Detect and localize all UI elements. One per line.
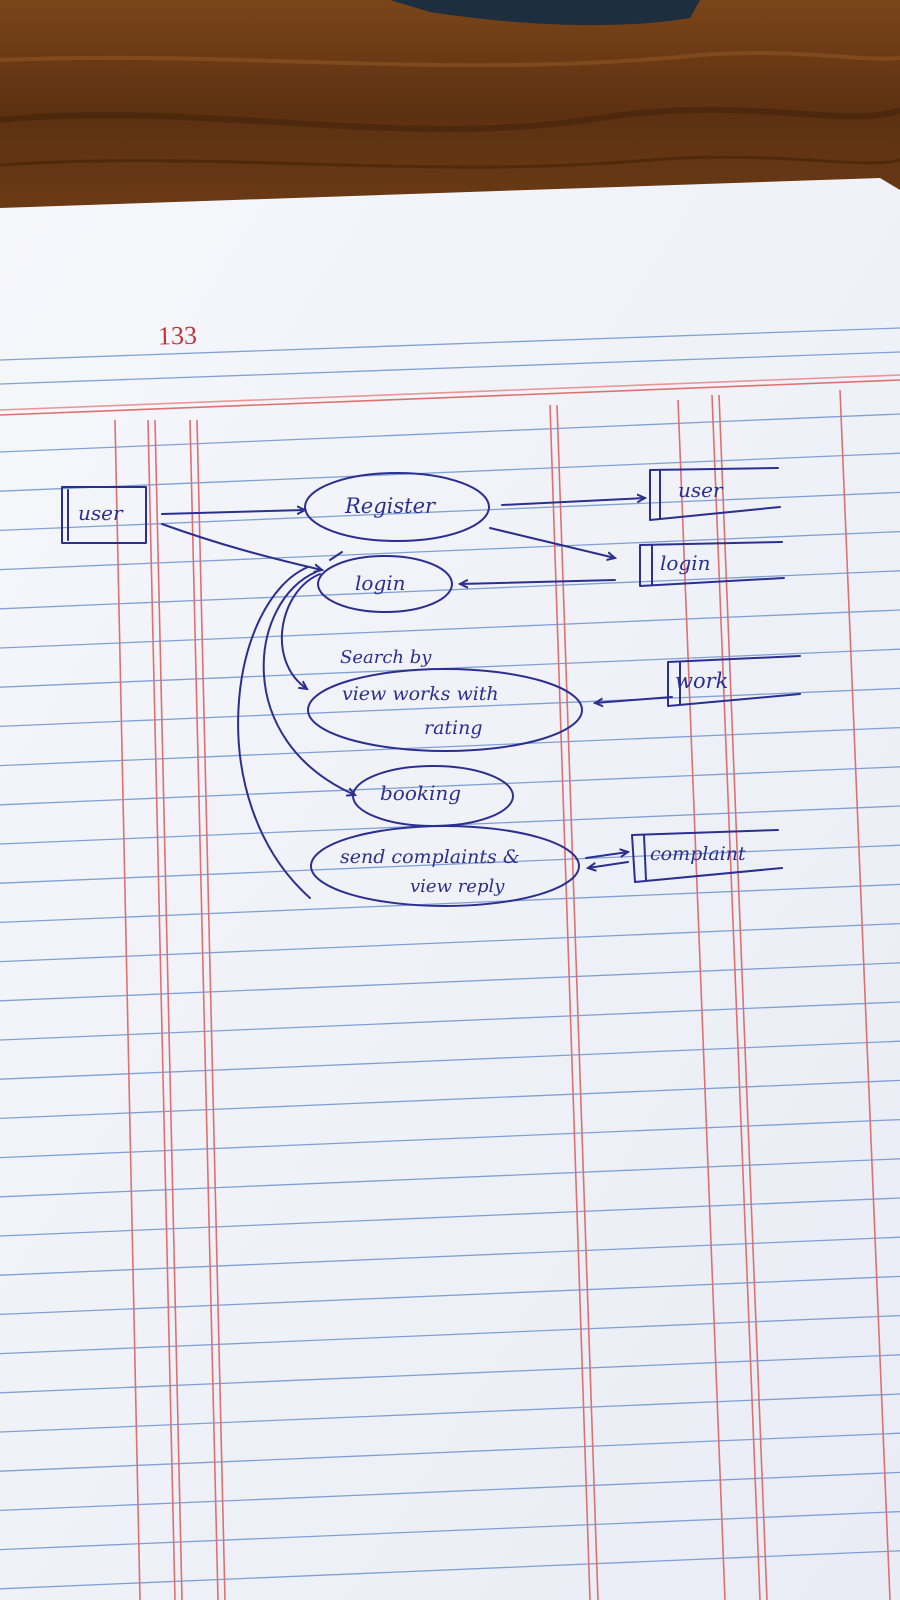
data-store-login-label: login bbox=[660, 551, 711, 575]
wood-grain bbox=[0, 106, 900, 132]
wood-grain bbox=[0, 51, 900, 68]
ruled-line bbox=[0, 1432, 900, 1472]
ruled-line bbox=[0, 609, 900, 649]
flow-user-to-register bbox=[161, 510, 305, 514]
data-store-work: work bbox=[667, 655, 801, 707]
data-store-complaint-label: complaint bbox=[650, 843, 746, 865]
ruled-line bbox=[0, 327, 900, 361]
data-store-login: login bbox=[639, 541, 785, 587]
ruled-line bbox=[0, 726, 900, 767]
data-store-user-label: user bbox=[678, 478, 724, 502]
ruled-line bbox=[0, 1197, 900, 1237]
ruled-line bbox=[0, 844, 900, 884]
ruled-line bbox=[0, 1040, 900, 1080]
ruled-line bbox=[0, 530, 900, 571]
process-login-label: login bbox=[355, 571, 406, 595]
process-view-works-label-1: view works with bbox=[342, 683, 499, 705]
pen-object bbox=[390, 0, 700, 26]
data-store-work-label: work bbox=[675, 669, 728, 693]
ruled-line bbox=[0, 1079, 900, 1120]
ruled-line bbox=[0, 1510, 900, 1551]
flow-login-to-booking bbox=[262, 571, 355, 795]
external-entity-user: user bbox=[61, 486, 147, 544]
ruled-line bbox=[0, 1118, 900, 1159]
process-view-works: view works with rating bbox=[307, 668, 583, 752]
ruled-line bbox=[0, 1550, 900, 1590]
data-store-complaint: complaint bbox=[631, 829, 783, 883]
flow-complaint-to-complaint-store bbox=[585, 852, 628, 859]
process-view-works-label-2: rating bbox=[424, 717, 483, 739]
process-send-complaint-label-2: view reply bbox=[410, 876, 505, 897]
ruled-line bbox=[0, 351, 900, 385]
process-register-label: Register bbox=[344, 494, 437, 518]
data-store-user: user bbox=[649, 467, 781, 521]
flow-register-to-login-store bbox=[489, 527, 615, 558]
wood-grain bbox=[0, 155, 900, 169]
flow-login-to-view-works bbox=[281, 573, 321, 689]
ruled-line bbox=[0, 766, 900, 806]
flow-login-store-to-login bbox=[460, 580, 616, 584]
search-by-label: Search by bbox=[340, 647, 432, 668]
ruled-line bbox=[0, 1393, 900, 1433]
process-login: login bbox=[317, 555, 453, 613]
ruled-line bbox=[0, 413, 900, 453]
ruled-line bbox=[0, 1001, 900, 1041]
data-flows bbox=[161, 498, 673, 899]
flow-login-tick bbox=[329, 551, 343, 561]
flow-complaint-store-to-complaint bbox=[588, 861, 629, 868]
process-send-complaint: send complaints & view reply bbox=[310, 825, 580, 907]
ruled-line bbox=[0, 687, 900, 728]
page-number: 133 bbox=[158, 321, 198, 351]
paper-sheet bbox=[0, 178, 900, 1600]
flow-user-to-login bbox=[161, 523, 322, 570]
process-booking-label: booking bbox=[380, 781, 461, 805]
ruled-line bbox=[0, 922, 900, 963]
external-entity-label: user bbox=[78, 501, 124, 525]
ruled-line bbox=[0, 1314, 900, 1355]
ruled-line bbox=[0, 1471, 900, 1512]
ruled-line bbox=[0, 1236, 900, 1276]
ruled-line bbox=[0, 962, 900, 1002]
flow-register-to-user-store bbox=[501, 498, 645, 506]
ruled-line bbox=[0, 1275, 900, 1316]
margin-lines bbox=[0, 374, 900, 1600]
flow-login-to-complaint bbox=[237, 566, 311, 899]
process-send-complaint-label-1: send complaints & bbox=[340, 846, 520, 868]
flow-work-store-to-view-works bbox=[595, 696, 673, 703]
ruled-line bbox=[0, 883, 900, 924]
